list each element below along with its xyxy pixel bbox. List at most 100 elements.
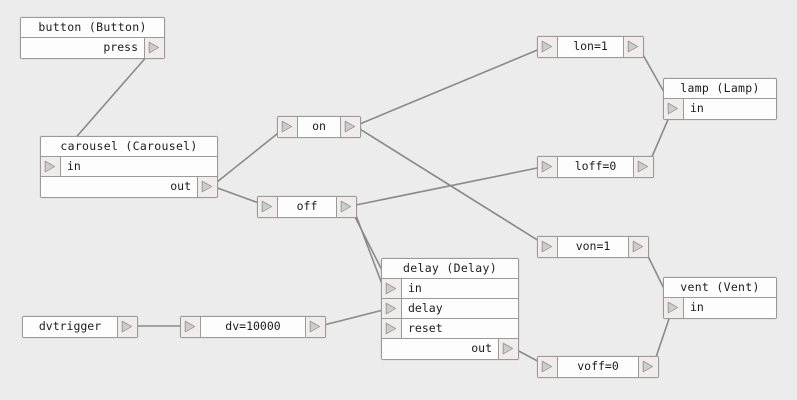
row-label: dvtrigger [38,319,102,333]
row-label: off [296,199,318,213]
port-triangle-icon [668,302,677,312]
port-triangle-outline-icon [340,200,352,213]
port-row-in[interactable]: in [664,99,776,119]
output-port[interactable] [633,157,653,177]
output-port[interactable] [638,357,658,377]
port-triangle-outline-icon [502,342,514,355]
edge-on-out-to-von-in[interactable] [354,125,548,247]
input-port[interactable] [664,99,684,119]
row-label: on [312,119,326,133]
input-port[interactable] [181,317,201,337]
port-row-in[interactable]: in [382,279,518,299]
port-triangle-icon [282,121,291,131]
port-triangle-icon [341,201,350,211]
port-triangle-outline-icon [44,160,56,173]
port-triangle-icon [262,201,271,211]
port-row-in[interactable]: in [41,157,217,177]
row-label: voff=0 [577,359,619,373]
row-label: delay [408,301,443,315]
von-node[interactable]: von=1 [537,236,649,258]
port-triangle-icon [185,321,194,331]
output-port[interactable] [144,38,164,58]
lamp-node[interactable]: lamp (Lamp)in [663,78,777,120]
port-row-von[interactable]: von=1 [538,237,648,257]
port-triangle-outline-icon [627,40,639,53]
port-row-delay[interactable]: delay [382,299,518,319]
port-triangle-icon [386,303,395,313]
port-triangle-outline-icon [632,240,644,253]
output-port[interactable] [197,177,217,197]
port-row-loff[interactable]: loff=0 [538,157,653,177]
port-triangle-outline-icon [121,320,133,333]
port-row-lon[interactable]: lon=1 [538,37,643,57]
lon-node[interactable]: lon=1 [537,36,644,58]
port-row-out[interactable]: out [382,339,518,359]
output-port[interactable] [498,339,518,359]
port-triangle-outline-icon [385,282,397,295]
port-row-press[interactable]: press [21,38,164,58]
port-row-in[interactable]: in [664,298,776,318]
button-node[interactable]: button (Button)press [20,17,165,59]
output-port[interactable] [628,237,648,257]
input-port[interactable] [664,298,684,318]
port-triangle-icon [668,103,677,113]
input-port[interactable] [382,279,402,298]
voff-node[interactable]: voff=0 [537,356,659,378]
input-port[interactable] [538,157,558,177]
port-triangle-outline-icon [281,120,293,133]
output-port[interactable] [340,117,360,137]
input-port[interactable] [258,197,278,217]
port-row-reset[interactable]: reset [382,319,518,339]
port-triangle-icon [542,361,551,371]
node-title: vent (Vent) [664,278,776,298]
port-row-out[interactable]: out [41,177,217,197]
row-label: in [408,281,422,295]
port-triangle-icon [202,181,211,191]
port-triangle-icon [310,321,319,331]
output-port[interactable] [336,197,356,217]
vent-node[interactable]: vent (Vent) in [663,277,777,319]
row-label: press [103,40,138,54]
input-port[interactable] [41,157,61,176]
row-label: in [690,101,704,115]
port-triangle-outline-icon [385,322,397,335]
edge-carousel-out-to-on-in[interactable] [211,125,288,187]
dv-node[interactable]: dv=10000 [180,316,326,338]
on-node[interactable]: on [277,116,361,138]
row-label: out [170,179,191,193]
port-triangle-outline-icon [201,180,213,193]
output-port[interactable] [623,37,643,57]
node-title: carousel (Carousel) [41,137,217,157]
port-triangle-outline-icon [541,240,553,253]
dvtrigger-node[interactable]: dvtrigger [22,316,138,338]
edge-off-out-to-loff-in[interactable] [350,165,548,207]
loff-node[interactable]: loff=0 [537,156,654,178]
input-port[interactable] [382,319,402,338]
output-port[interactable] [305,317,325,337]
row-label: out [471,341,492,355]
port-triangle-outline-icon [184,320,196,333]
port-row-dv[interactable]: dv=10000 [181,317,325,337]
input-port[interactable] [538,237,558,257]
input-port[interactable] [278,117,298,137]
port-spacer [21,38,40,58]
port-triangle-outline-icon [148,41,160,54]
port-triangle-icon [542,41,551,51]
port-triangle-outline-icon [541,160,553,173]
port-row-off[interactable]: off [258,197,356,217]
input-port[interactable] [538,357,558,377]
carousel-node[interactable]: carousel (Carousel)in out [40,136,218,198]
port-triangle-icon [638,161,647,171]
off-node[interactable]: off [257,196,357,218]
output-port[interactable] [117,317,137,337]
port-row-voff[interactable]: voff=0 [538,357,658,377]
port-row-dvtrigger[interactable]: dvtrigger [23,317,137,337]
port-triangle-icon [122,321,131,331]
input-port[interactable] [538,37,558,57]
row-label: in [690,300,704,314]
port-row-on[interactable]: on [278,117,360,137]
input-port[interactable] [382,299,402,318]
edge-on-out-to-lon-in[interactable] [354,45,548,127]
